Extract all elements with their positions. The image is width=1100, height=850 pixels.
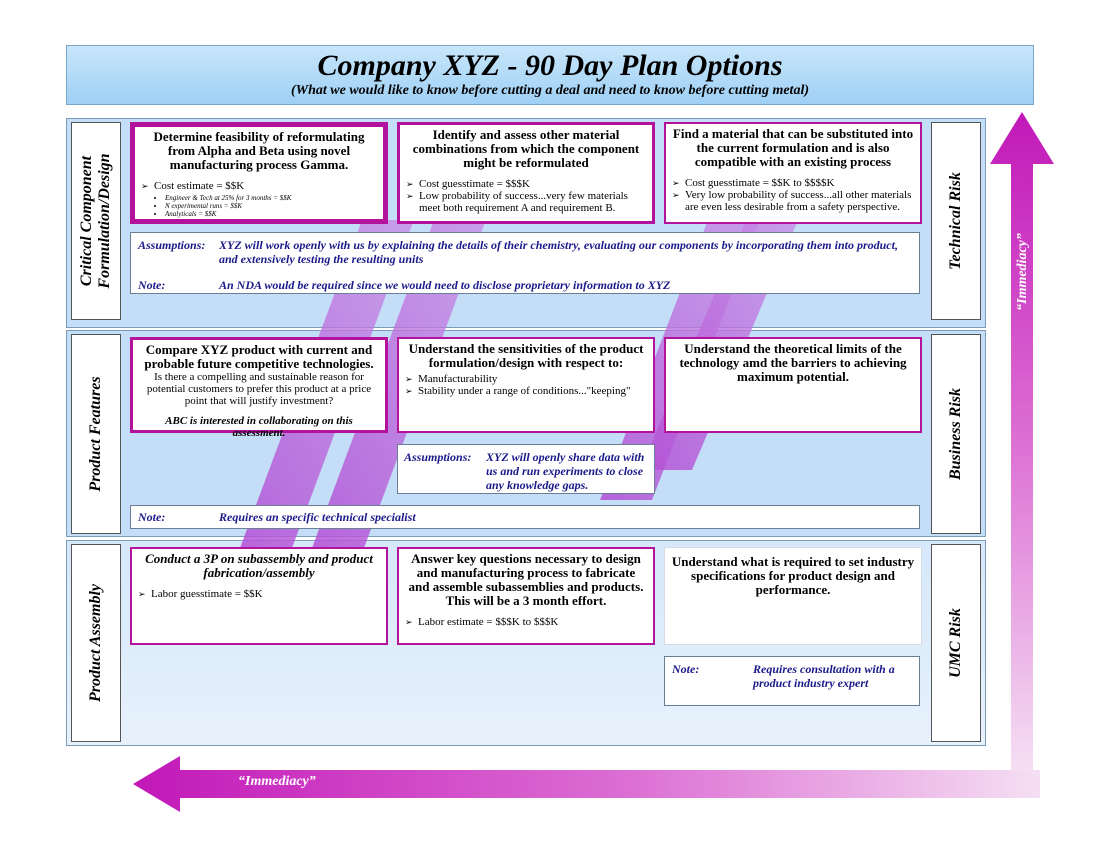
note-text: An NDA would be required since we would … [219,278,671,292]
box-title: Answer key questions necessary to design… [408,551,644,608]
bullet-item: Manufacturability [405,373,647,385]
page-subtitle: (What we would like to know before cutti… [290,83,809,98]
horizontal-axis-label: “Immediacy” [238,774,316,789]
bullet-item: Low probability of success...very few ma… [406,190,646,214]
sub-bullet-list: Engineer & Tech at 25% for 3 months = $$… [165,194,377,218]
bullet-item: Very low probability of success...all ot… [672,189,914,213]
risk-label-umc: UMC Risk [931,544,981,742]
option-box-3p-subassembly: Conduct a 3P on subassembly and product … [130,547,388,645]
box-title: Conduct a 3P on subassembly and product … [145,551,373,580]
bullet-item: Labor guesstimate = $$K [138,588,380,600]
vertical-axis-label: “Immediacy” [1014,233,1030,311]
note-label: Note: [138,278,166,292]
box-title: Understand the theoretical limits of the… [679,341,907,384]
assumptions-box-row2: Assumptions: XYZ will openly share data … [397,444,655,494]
box-title: Find a material that can be substituted … [672,126,914,169]
note-text: Requires consultation with a product ind… [753,662,895,690]
box-note: ABC is interested in collaborating on th… [165,415,353,439]
header-banner: Company XYZ - 90 Day Plan Options (What … [66,45,1034,105]
note-text: Requires an specific technical specialis… [219,510,416,524]
note-label: Note: [672,662,700,676]
risk-label-technical: Technical Risk [931,122,981,320]
box-title: Determine feasibility of reformulating f… [153,129,365,172]
option-box-theoretical-limits: Understand the theoretical limits of the… [664,337,922,433]
assumptions-label: Assumptions: [138,238,206,252]
box-title: Understand the sensitivities of the prod… [408,341,644,370]
box-title: Identify and assess other material combi… [412,127,640,170]
option-box-reformulation-gamma: Determine feasibility of reformulating f… [130,122,388,224]
bullet-item: Stability under a range of conditions...… [405,385,647,397]
note-box-row3: Note: Requires consultation with a produ… [664,656,920,706]
option-box-sensitivities: Understand the sensitivities of the prod… [397,337,655,433]
assumptions-label: Assumptions: [404,450,472,464]
vertical-immediacy-arrow [990,112,1054,770]
bullet-item: Cost guesstimate = $$$K [406,178,646,190]
page-title: Company XYZ - 90 Day Plan Options [317,49,783,82]
bullet-item: Cost guesstimate = $$K to $$$$K [672,177,914,189]
assumptions-text: XYZ will work openly with us by explaini… [219,238,898,266]
bullet-item: Cost estimate = $$K [141,180,377,192]
note-label: Note: [138,510,166,524]
horizontal-immediacy-arrow [133,756,1040,812]
box-title: Compare XYZ product with current and pro… [144,342,374,371]
row-label-product-assembly: Product Assembly [71,544,121,742]
option-box-substitute-material: Find a material that can be substituted … [664,122,922,224]
box-title: Understand what is required to set indus… [671,554,915,597]
assumptions-text: XYZ will openly share data with us and r… [486,450,645,492]
bullet-item: Labor estimate = $$$K to $$$K [405,616,647,628]
note-box-row2: Note: Requires an specific technical spe… [130,505,920,529]
option-box-other-materials: Identify and assess other material combi… [397,122,655,224]
row-label-critical-component: Critical Component Formulation/Design [71,122,121,320]
box-body: Is there a compelling and sustainable re… [146,371,372,407]
option-box-industry-specs: Understand what is required to set indus… [664,547,922,645]
option-box-compare-competitive: Compare XYZ product with current and pro… [130,337,388,439]
assumptions-box-row1: Assumptions: XYZ will work openly with u… [130,232,920,294]
risk-label-business: Business Risk [931,334,981,534]
row-label-product-features: Product Features [71,334,121,534]
option-box-key-questions: Answer key questions necessary to design… [397,547,655,645]
